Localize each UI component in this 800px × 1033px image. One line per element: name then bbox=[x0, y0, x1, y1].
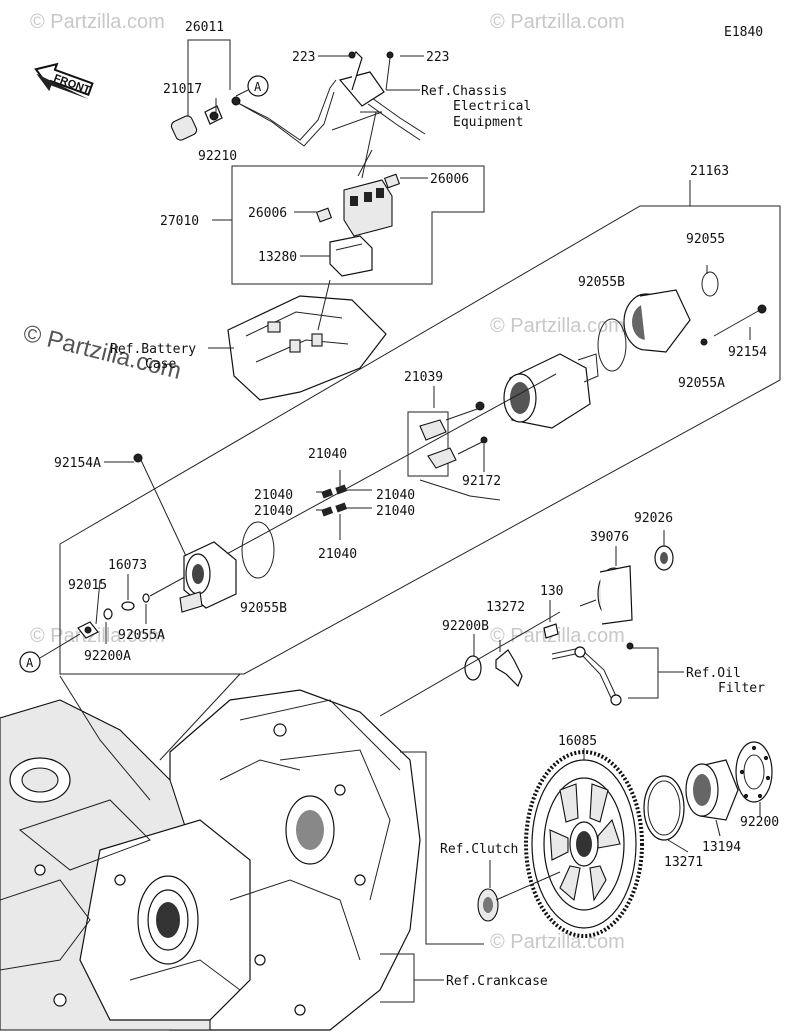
label-16073: 16073 bbox=[108, 558, 147, 573]
label-92015: 92015 bbox=[68, 578, 107, 593]
starter-motor bbox=[503, 265, 767, 429]
svg-text:A: A bbox=[254, 80, 262, 94]
label-ref-oil-2: Filter bbox=[718, 681, 765, 696]
small-washers bbox=[77, 574, 150, 644]
label-39076: 39076 bbox=[590, 530, 629, 545]
gear-shaft-plate bbox=[379, 600, 561, 717]
starter-assembly-frame bbox=[59, 205, 781, 675]
label-21040-left1: 21040 bbox=[254, 488, 293, 503]
oil-filter-pipe bbox=[551, 642, 684, 706]
label-ref-battery-2: Case bbox=[145, 357, 176, 372]
label-21017: 21017 bbox=[163, 82, 202, 97]
label-21040-right1: 21040 bbox=[376, 488, 415, 503]
label-13272: 13272 bbox=[486, 600, 525, 615]
starter-cable-assembly bbox=[170, 39, 426, 179]
callout-a-top: A bbox=[235, 75, 269, 97]
starter-clutch-gear-16085 bbox=[524, 748, 644, 938]
watermark: © Partzilla.com bbox=[490, 11, 625, 33]
ref-clutch-ring bbox=[477, 860, 561, 922]
battery-case bbox=[208, 279, 387, 401]
brushes bbox=[316, 470, 372, 540]
label-ref-battery: Ref.Battery bbox=[110, 342, 196, 357]
label-21040-bottom: 21040 bbox=[318, 547, 357, 562]
watermark: © Partzilla.com bbox=[490, 625, 625, 647]
label-92200B: 92200B bbox=[442, 619, 489, 634]
diagram-code: E1840 bbox=[724, 25, 763, 40]
crankcase bbox=[0, 673, 421, 1031]
label-13280: 13280 bbox=[258, 250, 297, 265]
label-13194: 13194 bbox=[702, 840, 741, 855]
label-92055A-right: 92055A bbox=[678, 376, 725, 391]
callout-a-bottom: A bbox=[19, 633, 81, 673]
leader-lines bbox=[104, 55, 428, 463]
label-26011: 26011 bbox=[185, 20, 224, 35]
label-13271: 13271 bbox=[664, 855, 703, 870]
label-16085: 16085 bbox=[558, 734, 597, 749]
label-21039: 21039 bbox=[404, 370, 443, 385]
brush-holder-assembly bbox=[407, 386, 501, 501]
label-ref-chassis-2: Electrical bbox=[453, 99, 531, 114]
label-223-right: 223 bbox=[426, 50, 449, 65]
label-92055B-top: 92055B bbox=[578, 275, 625, 290]
label-92154: 92154 bbox=[728, 345, 767, 360]
label-26006-right: 26006 bbox=[430, 172, 469, 187]
disc-13271 bbox=[643, 775, 689, 853]
one-way-clutch-13194 bbox=[685, 759, 739, 837]
idle-gear-39076 bbox=[579, 530, 674, 625]
label-223-left: 223 bbox=[292, 50, 315, 65]
label-92055: 92055 bbox=[686, 232, 725, 247]
part-labels: 26011 21017 92210 223 223 Ref.Chassis El… bbox=[54, 20, 779, 989]
label-21040-right2: 21040 bbox=[376, 504, 415, 519]
starter-front-cover bbox=[133, 453, 275, 613]
label-21163: 21163 bbox=[690, 164, 729, 179]
label-ref-chassis-3: Equipment bbox=[453, 115, 523, 130]
label-92200A: 92200A bbox=[84, 649, 131, 664]
watermark: © Partzilla.com bbox=[490, 931, 625, 953]
label-92172: 92172 bbox=[462, 474, 501, 489]
label-ref-clutch: Ref.Clutch bbox=[440, 842, 518, 857]
label-92055B-left: 92055B bbox=[240, 601, 287, 616]
label-92055A-left: 92055A bbox=[118, 628, 165, 643]
label-92154A: 92154A bbox=[54, 456, 101, 471]
label-26006-left: 26006 bbox=[248, 206, 287, 221]
label-ref-crankcase: Ref.Crankcase bbox=[446, 974, 548, 989]
label-ref-chassis: Ref.Chassis bbox=[421, 84, 507, 99]
plate-92200 bbox=[735, 741, 773, 816]
label-ref-oil: Ref.Oil bbox=[686, 666, 741, 681]
watermark: © Partzilla.com bbox=[30, 11, 165, 33]
label-27010: 27010 bbox=[160, 214, 199, 229]
label-92026: 92026 bbox=[634, 511, 673, 526]
watermark: © Partzilla.com bbox=[30, 625, 165, 647]
label-92200: 92200 bbox=[740, 815, 779, 830]
front-arrow-icon: FRONT bbox=[34, 62, 94, 100]
svg-text:A: A bbox=[26, 656, 34, 670]
label-92210: 92210 bbox=[198, 149, 237, 164]
relay-box-frame bbox=[212, 149, 485, 285]
label-130: 130 bbox=[540, 584, 563, 599]
label-21040-left2: 21040 bbox=[254, 504, 293, 519]
watermark: © Partzilla.com bbox=[490, 315, 625, 337]
label-21040-top: 21040 bbox=[308, 447, 347, 462]
